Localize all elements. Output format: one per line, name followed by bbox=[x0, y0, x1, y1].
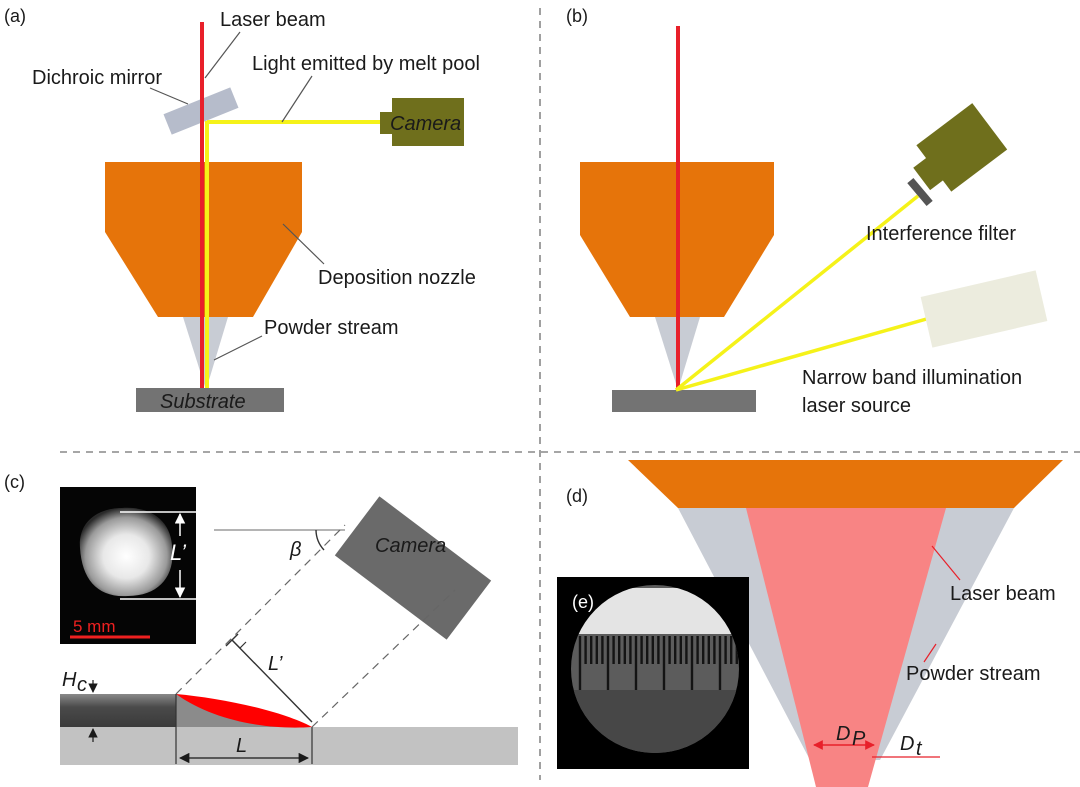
laser-beam-label-a: Laser beam bbox=[220, 9, 326, 31]
laser-beam-label-d: Laser beam bbox=[950, 583, 1056, 605]
scale-bar-label: 5 mm bbox=[73, 617, 116, 636]
right-angle-mark bbox=[231, 639, 247, 649]
substrate-label-a: Substrate bbox=[160, 391, 246, 413]
panel-a-tag: (a) bbox=[4, 6, 26, 26]
projection-line-right bbox=[311, 589, 456, 728]
dichroic-mirror-label: Dichroic mirror bbox=[32, 67, 162, 89]
light-emitted-label: Light emitted by melt pool bbox=[252, 53, 480, 75]
panel-a: (a) Substrate Camera Laser beam Dichroic… bbox=[4, 6, 480, 413]
interference-filter bbox=[907, 177, 933, 207]
dt-subscript: t bbox=[916, 738, 923, 760]
l-prime-image-label: L’ bbox=[170, 540, 187, 565]
deposition-nozzle-d bbox=[628, 460, 1063, 508]
camera-c-label: Camera bbox=[375, 535, 446, 557]
dichroic-mirror-leader bbox=[149, 87, 189, 105]
illumination-label-line1: Narrow band illumination bbox=[802, 367, 1022, 389]
beta-arc bbox=[315, 529, 325, 551]
laser-beam-leader-a bbox=[204, 31, 241, 79]
melt-pool-shape bbox=[176, 694, 312, 728]
melt-pool-blob bbox=[79, 507, 173, 597]
observation-ray-b bbox=[674, 194, 920, 392]
panel-d: (d) Laser beam Powder stream D P D t bbox=[566, 460, 1063, 787]
l-prime-measure-label: L’ bbox=[268, 653, 283, 675]
panel-b: (b) Interference filter Narrow band illu… bbox=[566, 6, 1048, 417]
powder-stream-label-d: Powder stream bbox=[906, 663, 1041, 685]
panel-e: (e) bbox=[557, 577, 749, 769]
clad-track bbox=[60, 694, 176, 727]
illumination-laser-source bbox=[920, 270, 1048, 348]
ruler-ticks bbox=[578, 636, 738, 690]
panel-c-tag: (c) bbox=[4, 472, 25, 492]
projection-line-left bbox=[175, 524, 346, 695]
panel-e-tag: (e) bbox=[572, 592, 594, 612]
camera-a-body bbox=[392, 98, 464, 146]
substrate-a bbox=[136, 388, 284, 412]
camera-a-label: Camera bbox=[390, 113, 461, 135]
dp-label: D bbox=[836, 723, 850, 745]
powder-stream-label-a: Powder stream bbox=[264, 317, 399, 339]
substrate-b bbox=[612, 390, 756, 412]
interference-filter-label: Interference filter bbox=[866, 223, 1016, 245]
panel-b-tag: (b) bbox=[566, 6, 588, 26]
illumination-label-line2: laser source bbox=[802, 395, 911, 417]
illumination-ray-b bbox=[675, 316, 931, 392]
laser-beam-leader-d bbox=[931, 545, 961, 581]
dp-subscript: P bbox=[852, 728, 866, 750]
dt-label: D bbox=[900, 733, 914, 755]
hc-label: H bbox=[62, 669, 77, 691]
l-label: L bbox=[236, 735, 247, 757]
panel-c: (c) L’ 5 mm β Camera L’ H bbox=[4, 472, 518, 765]
deposition-nozzle-label-a: Deposition nozzle bbox=[318, 267, 476, 289]
camera-b-lens bbox=[913, 156, 945, 191]
substrate-c bbox=[60, 727, 518, 765]
powder-stream-leader-d bbox=[923, 643, 937, 663]
panel-d-tag: (d) bbox=[566, 486, 588, 506]
light-emitted-leader bbox=[281, 75, 313, 123]
powder-stream-leader-a bbox=[213, 335, 263, 361]
hc-subscript: c bbox=[77, 674, 87, 696]
deposition-nozzle-leader-a bbox=[282, 223, 325, 265]
camera-c-body bbox=[334, 496, 492, 640]
camera-b bbox=[913, 103, 1008, 192]
camera-c bbox=[334, 496, 492, 640]
beta-label: β bbox=[289, 539, 301, 561]
camera-b-body bbox=[916, 103, 1008, 192]
l-prime-measure-line bbox=[231, 639, 313, 723]
laser-beam-d bbox=[746, 508, 946, 787]
